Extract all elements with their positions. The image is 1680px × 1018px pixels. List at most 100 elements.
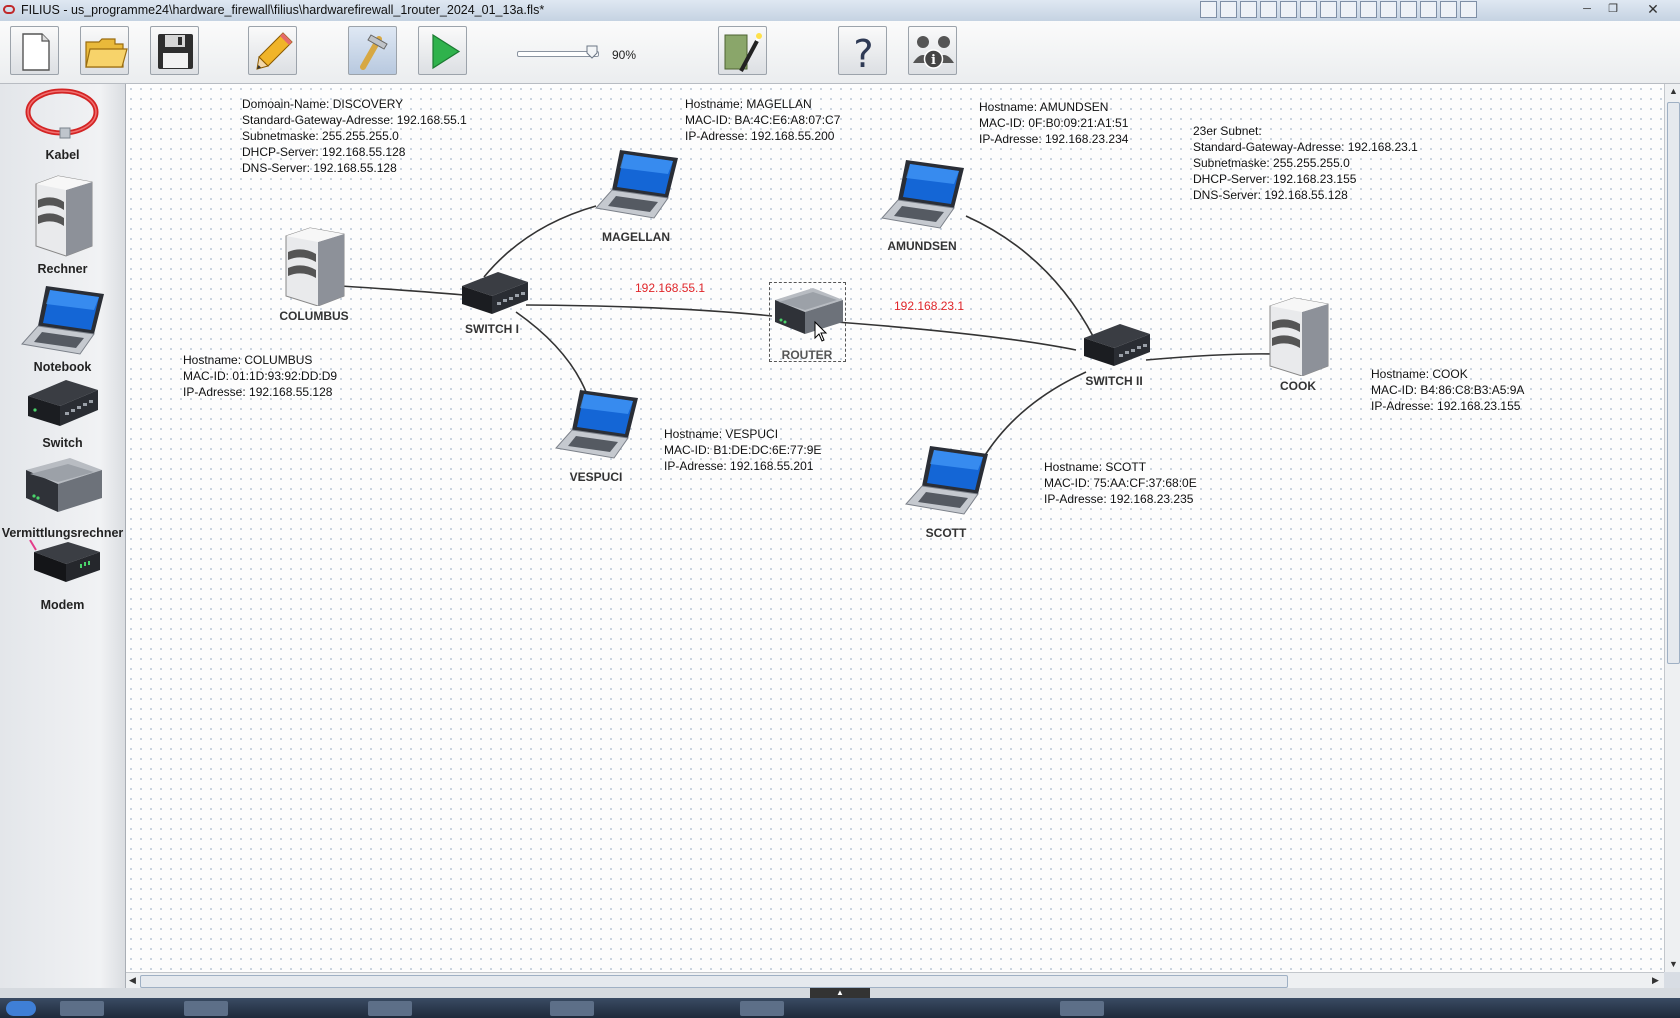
router-icon xyxy=(775,288,843,342)
zoom-slider[interactable] xyxy=(517,51,599,57)
node-amundsen[interactable]: AMUNDSEN xyxy=(862,154,982,254)
folder-icon xyxy=(85,38,128,68)
node-switch2[interactable]: SWITCH II xyxy=(1054,320,1174,390)
open-file-button[interactable] xyxy=(80,26,129,75)
maximize-button[interactable]: ❐ xyxy=(1608,3,1618,15)
component-palette: Kabel Rechner Notebook Switch xyxy=(0,84,126,988)
scroll-right-arrow-icon[interactable]: ▶ xyxy=(1652,975,1659,985)
router-ip-right: 192.168.23.1 xyxy=(894,299,965,313)
scroll-up-arrow-icon[interactable]: ▲ xyxy=(1669,86,1678,96)
tray-icon[interactable] xyxy=(1240,1,1257,18)
node-columbus[interactable]: COLUMBUS xyxy=(254,224,374,324)
note-columbus[interactable]: Hostname: COLUMBUS MAC-ID: 01:1D:93:92:D… xyxy=(183,352,337,400)
taskbar-item[interactable] xyxy=(184,1001,228,1016)
network-canvas[interactable]: Domoain-Name: DISCOVERY Standard-Gateway… xyxy=(126,84,1664,972)
scroll-left-arrow-icon[interactable]: ◀ xyxy=(129,975,136,985)
node-cook[interactable]: COOK xyxy=(1238,294,1358,394)
node-switch1[interactable]: SWITCH I xyxy=(432,268,552,338)
note-line: Subnetmaske: 255.255.255.0 xyxy=(242,129,399,143)
floppy-disk-icon xyxy=(158,34,193,69)
note-line: Hostname: SCOTT xyxy=(1044,460,1147,474)
palette-item-modem[interactable]: Modem xyxy=(0,528,125,618)
note-line: Standard-Gateway-Adresse: 192.168.55.1 xyxy=(242,113,467,127)
horizontal-scroll-thumb[interactable] xyxy=(140,975,1288,988)
play-icon xyxy=(432,33,461,70)
node-router[interactable]: ROUTER xyxy=(747,284,867,364)
save-file-button[interactable] xyxy=(150,26,199,75)
node-label: SWITCH II xyxy=(1085,374,1143,388)
start-button[interactable] xyxy=(6,1001,36,1016)
note-scott[interactable]: Hostname: SCOTT MAC-ID: 75:AA:CF:37:68:0… xyxy=(1044,459,1197,507)
tray-icon[interactable] xyxy=(1260,1,1277,18)
note-line: Hostname: AMUNDSEN xyxy=(979,100,1109,114)
tray-icon[interactable] xyxy=(1220,1,1237,18)
tray-icon[interactable] xyxy=(1200,1,1217,18)
node-label: MAGELLAN xyxy=(602,230,670,244)
design-mode-button[interactable] xyxy=(248,26,297,75)
horizontal-scrollbar[interactable]: ◀ ▶ xyxy=(126,972,1664,989)
simulation-mode-button[interactable] xyxy=(418,26,467,75)
tray-icon[interactable] xyxy=(1460,1,1477,18)
cable-amundsen-switch2[interactable] xyxy=(965,215,1095,339)
node-label: SCOTT xyxy=(925,526,967,540)
scroll-down-arrow-icon[interactable]: ▼ xyxy=(1669,959,1678,969)
node-vespuci[interactable]: VESPUCI xyxy=(536,384,656,484)
taskbar-item[interactable] xyxy=(60,1001,104,1016)
router-icon xyxy=(26,458,102,512)
palette-item-switch[interactable]: Switch xyxy=(0,374,125,456)
note-vespuci[interactable]: Hostname: VESPUCI MAC-ID: B1:DE:DC:6E:77… xyxy=(664,426,821,474)
note-line: Hostname: MAGELLAN xyxy=(685,97,812,111)
tray-icon[interactable] xyxy=(1320,1,1337,18)
switch-icon xyxy=(462,272,528,314)
tray-icon[interactable] xyxy=(1420,1,1437,18)
note-line: MAC-ID: B4:86:C8:B3:A5:9A xyxy=(1371,383,1525,397)
new-file-button[interactable] xyxy=(10,26,59,75)
note-line: MAC-ID: B1:DE:DC:6E:77:9E xyxy=(664,443,822,457)
vertical-scrollbar[interactable]: ▲ ▼ xyxy=(1664,84,1680,972)
zoom-slider-knob[interactable] xyxy=(586,45,598,59)
palette-item-kabel[interactable]: Kabel xyxy=(0,84,125,164)
cable-switch2-scott[interactable] xyxy=(981,371,1087,461)
palette-item-vermittlungsrechner[interactable]: Vermittlungsrechner xyxy=(0,452,125,548)
laptop-icon xyxy=(21,286,104,355)
tray-icon[interactable] xyxy=(1400,1,1417,18)
tray-icon[interactable] xyxy=(1380,1,1397,18)
tray-icon[interactable] xyxy=(1340,1,1357,18)
node-label: SWITCH I xyxy=(465,322,519,336)
cable-switch1-magellan[interactable] xyxy=(483,205,597,278)
node-label: AMUNDSEN xyxy=(887,239,957,253)
tray-icon[interactable] xyxy=(1280,1,1297,18)
laptop-icon xyxy=(595,150,678,219)
cable-router-switch2[interactable] xyxy=(835,321,1077,351)
node-magellan[interactable]: MAGELLAN xyxy=(576,144,696,244)
help-button[interactable]: ? xyxy=(838,26,887,76)
node-label: COOK xyxy=(1280,379,1316,393)
note-magellan[interactable]: Hostname: MAGELLAN MAC-ID: BA:4C:E6:A8:0… xyxy=(685,96,840,144)
cable-switch1-router[interactable] xyxy=(525,304,773,317)
expand-panel-button[interactable]: ▲ xyxy=(810,988,870,998)
note-cook[interactable]: Hostname: COOK MAC-ID: B4:86:C8:B3:A5:9A… xyxy=(1371,366,1524,414)
minimize-button[interactable]: ─ xyxy=(1583,3,1591,15)
tray-icon[interactable] xyxy=(1360,1,1377,18)
taskbar-item[interactable] xyxy=(1060,1001,1104,1016)
note-line: Subnetmaske: 255.255.255.0 xyxy=(1193,156,1350,170)
cable-switch2-cook[interactable] xyxy=(1145,353,1275,361)
node-scott[interactable]: SCOTT xyxy=(886,440,1006,540)
palette-label-notebook: Notebook xyxy=(33,360,92,374)
tray-icon[interactable] xyxy=(1440,1,1457,18)
tray-icon[interactable] xyxy=(1300,1,1317,18)
taskbar-item[interactable] xyxy=(740,1001,784,1016)
vertical-scroll-thumb[interactable] xyxy=(1667,102,1680,664)
palette-item-rechner[interactable]: Rechner xyxy=(0,172,125,282)
taskbar-item[interactable] xyxy=(368,1001,412,1016)
close-button[interactable]: ✕ xyxy=(1647,1,1659,17)
palette-label-rechner: Rechner xyxy=(37,262,88,276)
note-subnet23[interactable]: 23er Subnet: Standard-Gateway-Adresse: 1… xyxy=(1193,123,1418,203)
about-button[interactable]: i xyxy=(908,26,957,75)
construct-mode-button[interactable] xyxy=(348,26,397,75)
taskbar-item[interactable] xyxy=(550,1001,594,1016)
note-discovery[interactable]: Domoain-Name: DISCOVERY Standard-Gateway… xyxy=(242,96,467,176)
wizard-button[interactable] xyxy=(718,26,767,75)
palette-item-notebook[interactable]: Notebook xyxy=(0,280,125,380)
note-amundsen[interactable]: Hostname: AMUNDSEN MAC-ID: 0F:B0:09:21:A… xyxy=(979,99,1128,147)
